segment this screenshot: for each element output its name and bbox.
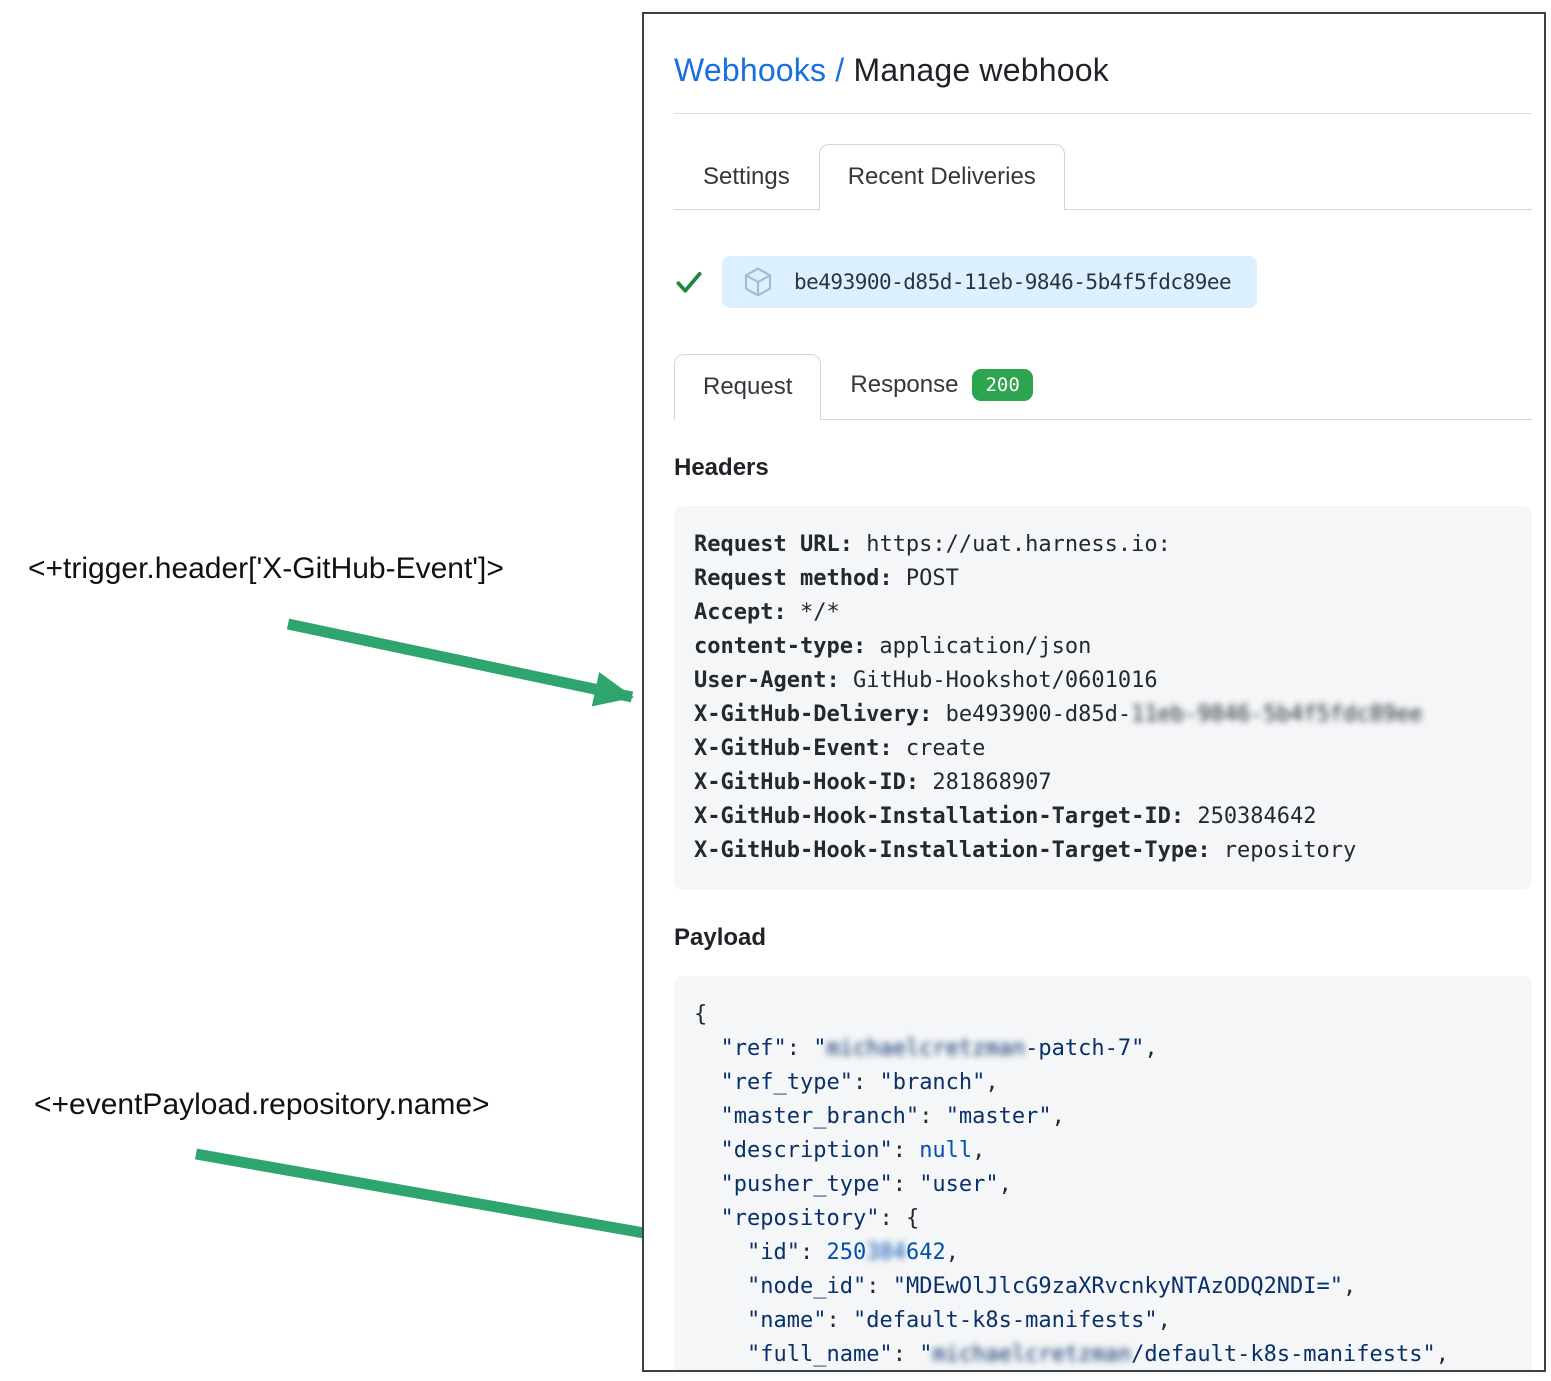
tab-settings[interactable]: Settings xyxy=(703,163,790,190)
payload-line: "id": 250384642, xyxy=(746,1240,959,1265)
annotation-trigger-header-expression: <+trigger.header['X-GitHub-Event']> xyxy=(28,552,504,585)
payload-line: "full_name": "michaelcretzman/default-k8… xyxy=(746,1342,1450,1367)
manage-webhook-panel: Webhooks / Manage webhook Settings Recen… xyxy=(642,12,1546,1372)
payload-line: "ref_type": "branch", xyxy=(720,1070,999,1095)
arrow-to-payload-name xyxy=(195,1148,715,1256)
payload-line: { xyxy=(694,1002,708,1027)
success-check-icon xyxy=(676,272,702,293)
tab-response[interactable]: Response 200 xyxy=(821,350,1061,419)
payload-heading: Payload xyxy=(674,924,767,951)
header-line: X-GitHub-Hook-ID: 281868907 xyxy=(694,770,1052,795)
payload-line: "node_id": "MDEwOlJlcG9zaXRvcnkyNTAzODQ2… xyxy=(746,1274,1357,1299)
delivery-id: be493900-d85d-11eb-9846-5b4f5fdc89ee xyxy=(794,270,1232,294)
tab-response-label: Response xyxy=(850,371,959,398)
payload-line: "master_branch": "master", xyxy=(720,1104,1065,1129)
annotation-event-payload-expression: <+eventPayload.repository.name> xyxy=(34,1088,490,1121)
header-line: content-type: application/json xyxy=(694,634,1092,659)
header-line: X-GitHub-Event: create xyxy=(694,736,986,761)
header-line: X-GitHub-Delivery: be493900-d85d-11eb-98… xyxy=(694,702,1423,727)
delivery-id-pill[interactable]: be493900-d85d-11eb-9846-5b4f5fdc89ee xyxy=(722,256,1258,308)
header-line: Request URL: https://uat.harness.io: xyxy=(694,532,1171,557)
tab-recent-deliveries[interactable]: Recent Deliveries xyxy=(818,144,1065,210)
header-line: Request method: POST xyxy=(694,566,959,591)
header-line: X-GitHub-Hook-Installation-Target-ID: 25… xyxy=(694,804,1317,829)
page-title: Webhooks / Manage webhook xyxy=(674,52,1532,89)
breadcrumb-separator: / xyxy=(826,52,854,88)
payload-line: "description": null, xyxy=(720,1138,986,1163)
payload-line: "pusher_type": "user", xyxy=(720,1172,1012,1197)
header-line: X-GitHub-Hook-Installation-Target-Type: … xyxy=(694,838,1357,863)
payload-code-block: { "ref": "michaelcretzman-patch-7", "ref… xyxy=(674,976,1532,1370)
main-tabbar: Settings Recent Deliveries xyxy=(674,144,1532,210)
header-line: Accept: */* xyxy=(694,600,840,625)
request-response-tabbar: Request Response 200 xyxy=(674,350,1532,420)
package-icon xyxy=(744,267,772,297)
headers-heading: Headers xyxy=(674,454,769,481)
payload-line: "name": "default-k8s-manifests", xyxy=(746,1308,1171,1333)
headers-code-block: Request URL: https://uat.harness.io: Requ… xyxy=(674,506,1532,890)
payload-line: "repository": { xyxy=(720,1206,920,1231)
arrow-to-x-github-event xyxy=(286,618,635,707)
response-status-badge: 200 xyxy=(972,369,1033,401)
breadcrumb-webhooks-link[interactable]: Webhooks xyxy=(674,52,827,88)
header-line: User-Agent: GitHub-Hookshot/0601016 xyxy=(694,668,1158,693)
page-title-text: Manage webhook xyxy=(853,52,1109,88)
title-divider xyxy=(674,113,1532,114)
tab-request[interactable]: Request xyxy=(674,354,822,420)
delivery-row: be493900-d85d-11eb-9846-5b4f5fdc89ee xyxy=(674,256,1532,308)
payload-line: "ref": "michaelcretzman-patch-7", xyxy=(720,1036,1158,1061)
